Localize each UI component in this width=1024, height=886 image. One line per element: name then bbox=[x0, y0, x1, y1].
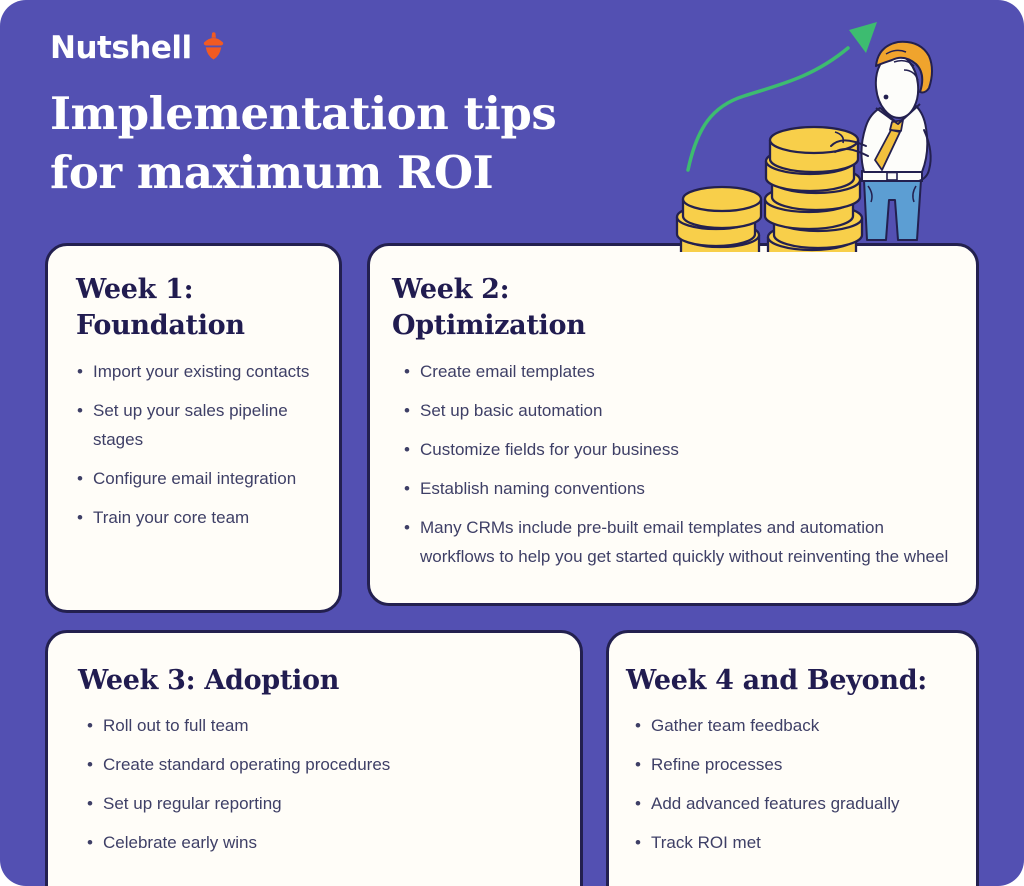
list-item: Refine processes bbox=[635, 750, 961, 779]
acorn-icon bbox=[201, 31, 226, 65]
card-week3-adoption: Week 3: Adoption Roll out to full team C… bbox=[45, 630, 583, 886]
list-item: Roll out to full team bbox=[87, 711, 543, 740]
list-item: Celebrate early wins bbox=[87, 828, 543, 857]
bullet-list: Create email templates Set up basic auto… bbox=[404, 357, 955, 571]
list-item: Track ROI met bbox=[635, 828, 961, 857]
list-item: Configure email integration bbox=[77, 464, 319, 493]
page-title: Implementation tips for maximum ROI bbox=[50, 87, 557, 199]
corner-acorn-icon bbox=[0, 873, 16, 886]
card-week2-optimization: Week 2: Optimization Create email templa… bbox=[367, 243, 979, 606]
card-title: Week 4 and Beyond: bbox=[626, 665, 927, 696]
growth-illustration bbox=[675, 22, 933, 252]
coin-stack-tall bbox=[763, 125, 864, 252]
bullet-list: Import your existing contacts Set up you… bbox=[77, 357, 319, 532]
list-item: Set up your sales pipeline stages bbox=[77, 396, 319, 454]
list-item: Create standard operating procedures bbox=[87, 750, 543, 779]
nutshell-logo: Nutshell bbox=[50, 30, 226, 66]
card-week1-foundation: Week 1: Foundation Import your existing … bbox=[45, 243, 342, 613]
list-item: Many CRMs include pre-built email templa… bbox=[404, 513, 955, 571]
list-item: Train your core team bbox=[77, 503, 319, 532]
list-item: Set up regular reporting bbox=[87, 789, 543, 818]
nutshell-logo-text: Nutshell bbox=[50, 30, 192, 66]
list-item: Import your existing contacts bbox=[77, 357, 319, 386]
bullet-list: Gather team feedback Refine processes Ad… bbox=[635, 711, 961, 857]
list-item: Gather team feedback bbox=[635, 711, 961, 740]
card-title: Week 3: Adoption bbox=[78, 665, 340, 696]
person-illustration bbox=[830, 40, 933, 241]
list-item: Customize fields for your business bbox=[404, 435, 955, 464]
card-title: Week 1: Foundation bbox=[76, 274, 245, 341]
card-week4-beyond: Week 4 and Beyond: Gather team feedback … bbox=[606, 630, 979, 886]
list-item: Create email templates bbox=[404, 357, 955, 386]
list-item: Set up basic automation bbox=[404, 396, 955, 425]
growth-arrow-icon bbox=[686, 22, 877, 172]
bullet-list: Roll out to full team Create standard op… bbox=[87, 711, 543, 857]
list-item: Add advanced features gradually bbox=[635, 789, 961, 818]
list-item: Establish naming conventions bbox=[404, 474, 955, 503]
card-title: Week 2: Optimization bbox=[392, 274, 586, 341]
